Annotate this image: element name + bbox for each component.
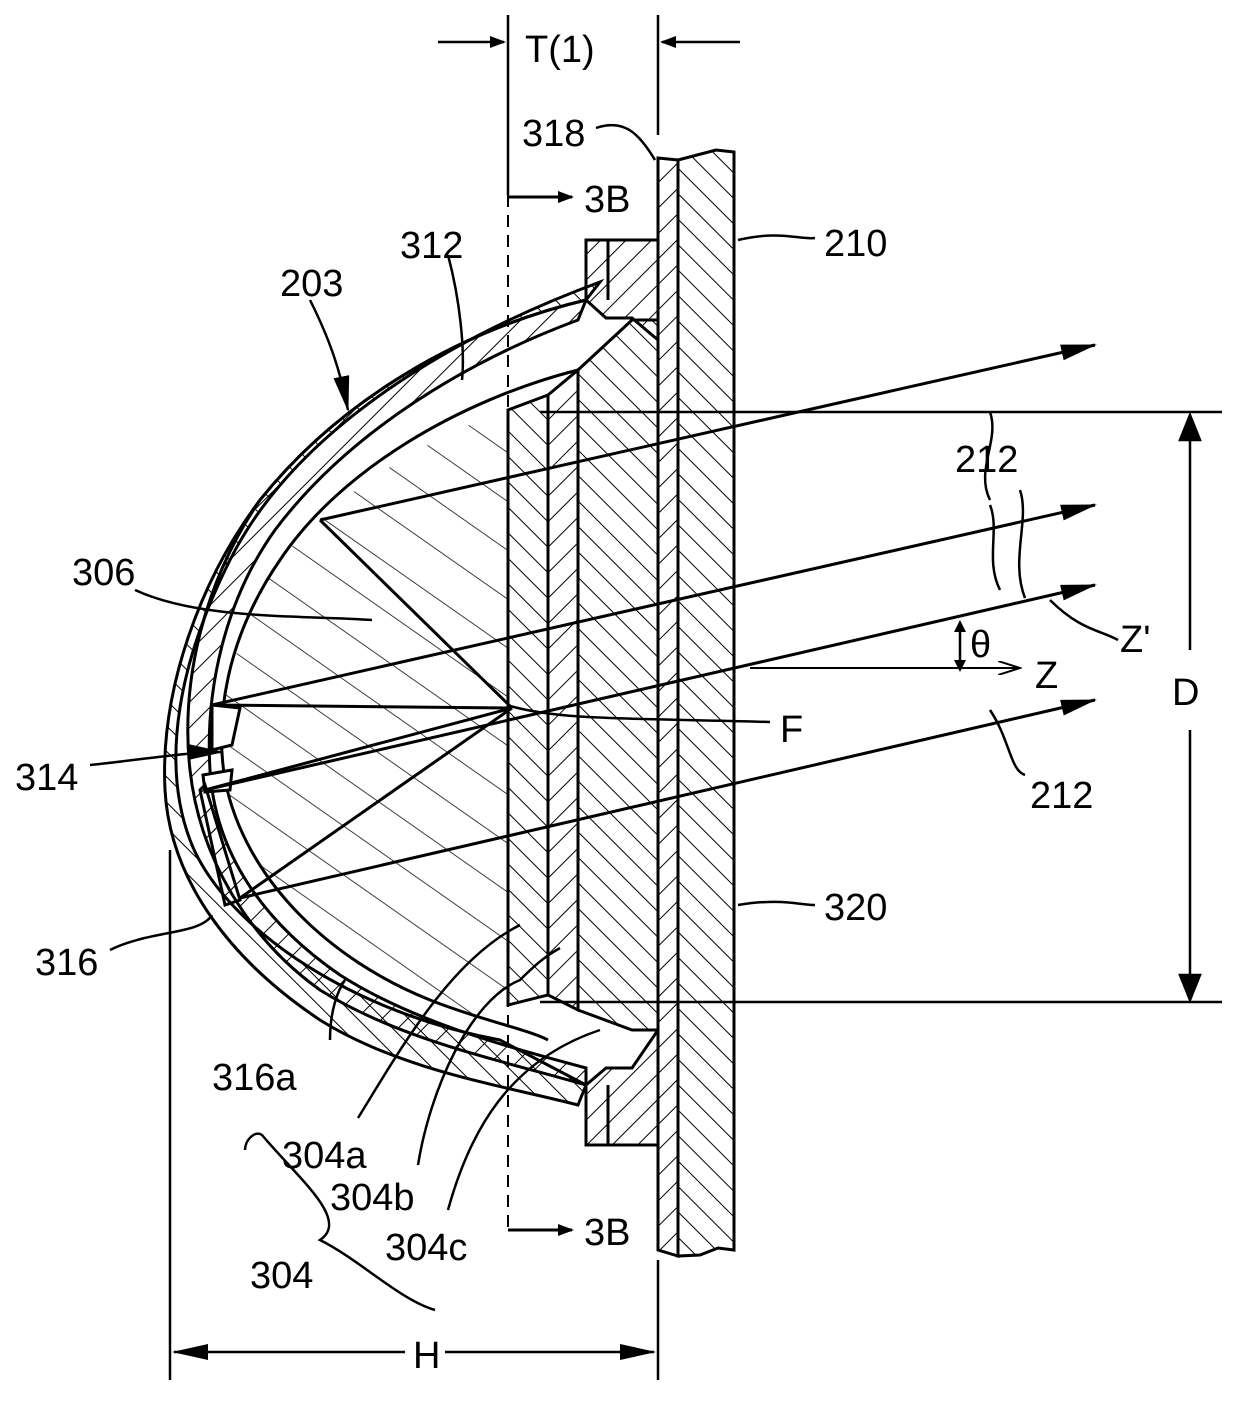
flange-bottom — [586, 1030, 658, 1145]
label-h: H — [413, 1335, 440, 1377]
label-212-bottom: 212 — [1030, 775, 1093, 817]
label-304: 304 — [250, 1255, 313, 1297]
label-320: 320 — [824, 887, 887, 929]
layer-304a — [508, 395, 548, 1005]
label-316a: 316a — [212, 1057, 297, 1099]
label-z: Z — [1035, 655, 1058, 697]
label-318: 318 — [522, 113, 585, 155]
label-304c: 304c — [385, 1227, 467, 1269]
panel-210 — [678, 150, 734, 1256]
layer-304c — [578, 320, 658, 1030]
label-210: 210 — [824, 223, 887, 265]
label-304a: 304a — [282, 1135, 367, 1177]
label-203: 203 — [280, 263, 343, 305]
label-212-top: 212 — [955, 439, 1018, 481]
label-d: D — [1172, 672, 1199, 714]
label-304b: 304b — [330, 1177, 415, 1219]
label-3b-top: 3B — [584, 179, 630, 221]
label-zprime: Z' — [1120, 619, 1150, 661]
layer-318 — [658, 158, 678, 1256]
label-f: F — [780, 709, 803, 751]
label-t1: T(1) — [525, 29, 595, 71]
label-314: 314 — [15, 757, 78, 799]
label-306: 306 — [72, 552, 135, 594]
label-theta: θ — [970, 624, 991, 666]
label-312: 312 — [400, 225, 463, 267]
label-3b-bottom: 3B — [584, 1212, 630, 1254]
label-316: 316 — [35, 942, 98, 984]
